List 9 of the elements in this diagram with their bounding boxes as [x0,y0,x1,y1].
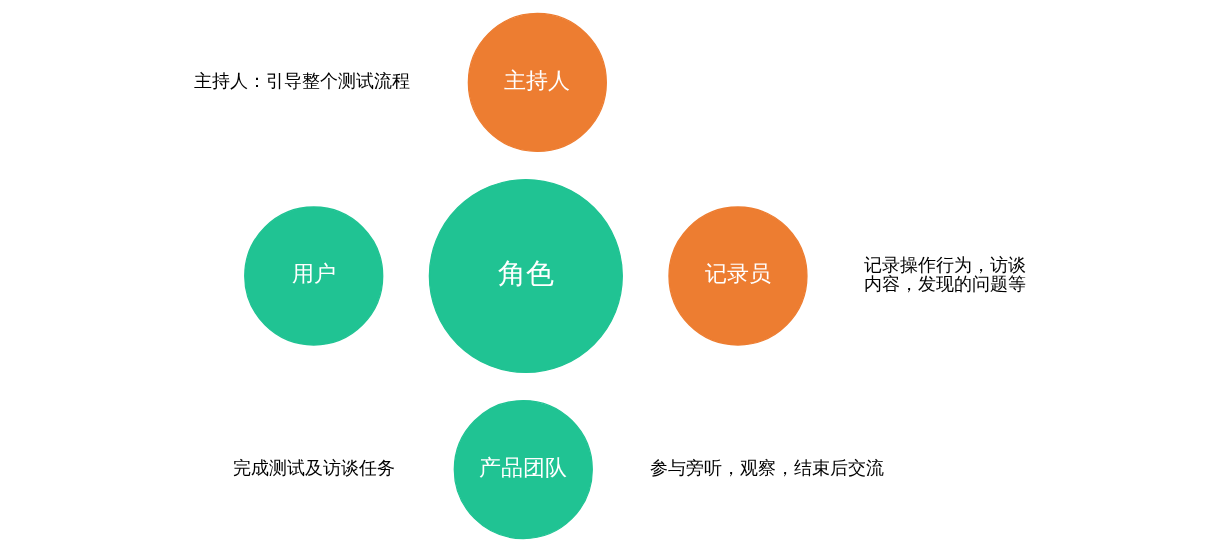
node-circle: 用户 [243,206,383,346]
node-circle: 记录员 [667,206,808,346]
node-label: 参与旁听，观察，结束后交流 [649,457,884,479]
label: 完成测试及访谈任务 [232,457,395,479]
node-circle: 产品团队 [453,399,593,540]
node-label: 记录操作行为，访谈内容，发现的问题等 [863,254,1026,295]
node-circle: 角色 [428,178,623,374]
node-circle: 主持人 [467,12,607,153]
node-label: 主持人：引导整个测试流程 [193,70,410,92]
